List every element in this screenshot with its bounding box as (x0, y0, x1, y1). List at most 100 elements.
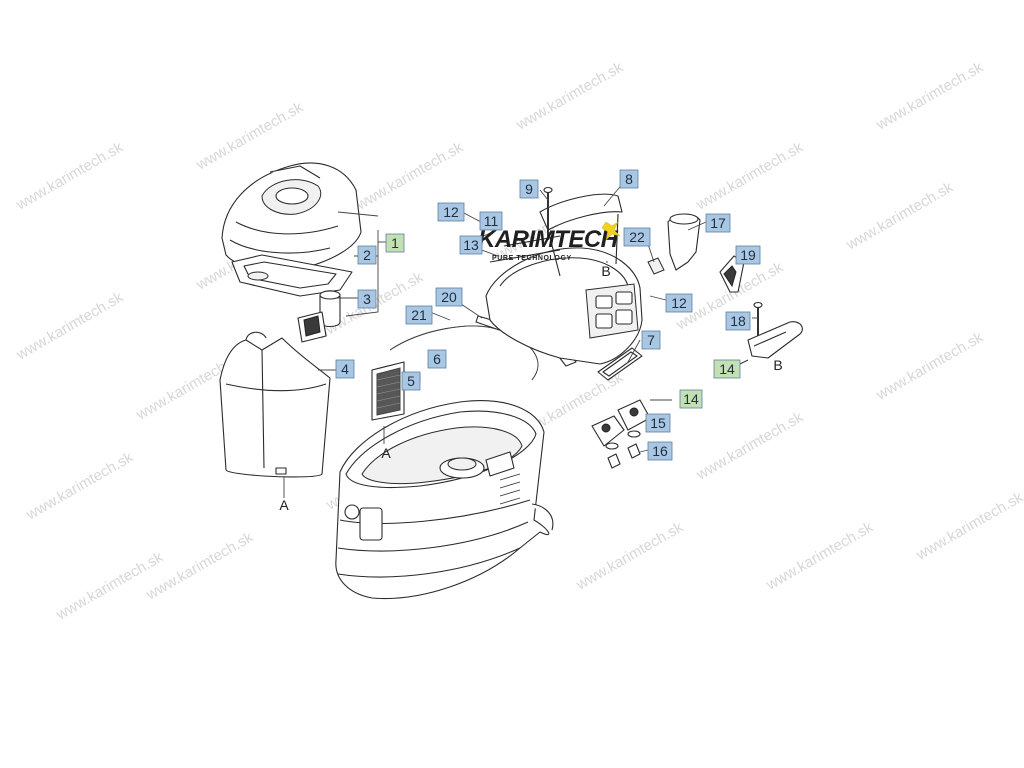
callout-label: 13 (463, 237, 479, 253)
callout-18: 18 (725, 311, 751, 331)
callout-label: 15 (650, 415, 666, 431)
callout-label: 2 (363, 247, 371, 263)
callout-15: 15 (645, 413, 671, 433)
callout-box (357, 245, 377, 265)
reference-letter-layer: A A B B (279, 263, 782, 513)
callout-box (459, 235, 483, 255)
callout-label: 12 (443, 204, 459, 220)
watermark-text: www.karimtech.sk (873, 328, 987, 403)
callout-9: 9 (519, 179, 539, 199)
callout-8: 8 (619, 169, 639, 189)
callout-label: 19 (740, 247, 756, 263)
reference-letter-a: A (279, 497, 289, 513)
callout-17: 17 (705, 213, 731, 233)
callout-box (335, 359, 355, 379)
callout-14: 14 (713, 359, 741, 379)
filter-pad (647, 257, 665, 275)
cartridge-filter (371, 361, 405, 421)
logo-tagline: PURE TECHNOLOGY (492, 255, 572, 262)
watermark-text: www.karimtech.sk (693, 138, 807, 213)
clip (719, 255, 745, 293)
callout-16: 16 (647, 441, 673, 461)
callout-3: 3 (357, 289, 377, 309)
callout-6: 6 (427, 349, 447, 369)
callout-box (357, 289, 377, 309)
callout-box (725, 311, 751, 331)
callout-box (713, 359, 741, 379)
callout-11: 11 (479, 211, 503, 231)
callout-box (619, 169, 639, 189)
callout-box (479, 211, 503, 231)
callout-22: 22 (623, 227, 651, 247)
valve-assembly (591, 399, 651, 469)
callout-5: 5 (401, 371, 421, 391)
watermark-text: www.karimtech.sk (843, 178, 957, 253)
callout-box (401, 371, 421, 391)
callout-21: 21 (405, 305, 433, 325)
callout-19: 19 (735, 245, 761, 265)
filter-holder (297, 290, 341, 343)
reference-letter-a: A (381, 445, 391, 461)
watermark-text: www.karimtech.sk (873, 58, 987, 133)
callout-label: 3 (363, 291, 371, 307)
callout-label: 8 (625, 171, 633, 187)
callout-box (679, 389, 703, 409)
main-housing (335, 400, 554, 600)
callout-box (645, 413, 671, 433)
brand-logo: KARIMTECH PURE TECHNOLOGY (478, 221, 621, 262)
top-cover (221, 162, 362, 273)
watermark-text: www.karimtech.sk (513, 58, 627, 133)
side-handle (735, 301, 803, 367)
callout-12: 12 (437, 202, 465, 222)
watermark-text: www.karimtech.sk (13, 288, 127, 363)
watermark-text: www.karimtech.sk (573, 518, 687, 593)
callout-label: 4 (341, 361, 349, 377)
callout-box (641, 330, 661, 350)
callout-7: 7 (641, 330, 661, 350)
callout-box (519, 179, 539, 199)
callout-box (435, 287, 463, 307)
callout-label: 7 (647, 332, 655, 348)
callout-label: 21 (411, 307, 427, 323)
callout-label: 22 (629, 229, 645, 245)
callout-box (665, 293, 693, 313)
callout-4: 4 (335, 359, 355, 379)
callout-box (705, 213, 731, 233)
reference-letter-b: B (773, 357, 782, 373)
callout-label: 14 (683, 391, 699, 407)
callout-label: 5 (407, 373, 415, 389)
watermark-text: www.karimtech.sk (763, 518, 877, 593)
watermark-text: www.karimtech.sk (193, 98, 307, 173)
watermark-text: www.karimtech.sk (913, 488, 1024, 563)
callout-label: 12 (671, 295, 687, 311)
callout-label: 20 (441, 289, 457, 305)
callout-14: 14 (679, 389, 703, 409)
callout-label: 16 (652, 443, 668, 459)
callout-label: 17 (710, 215, 726, 231)
callout-1: 1 (385, 233, 405, 253)
reference-letter-b: B (601, 263, 610, 279)
callout-label: 11 (484, 213, 499, 229)
callout-2: 2 (357, 245, 377, 265)
callout-box (427, 349, 447, 369)
lid-seal-frame (231, 254, 353, 297)
callout-label: 6 (433, 351, 441, 367)
nozzle-holder (667, 213, 701, 271)
callout-label: 14 (719, 361, 735, 377)
callout-label: 1 (391, 235, 399, 251)
logo-wordmark: KARIMTECH (478, 226, 619, 253)
callout-box (623, 227, 651, 247)
callout-20: 20 (435, 287, 463, 307)
watermark-text: www.karimtech.sk (23, 448, 137, 523)
callout-box (385, 233, 405, 253)
callout-box (647, 441, 673, 461)
callout-label: 18 (730, 313, 746, 329)
callout-box (405, 305, 433, 325)
handle-carrier (485, 193, 643, 365)
callout-box (437, 202, 465, 222)
callout-13: 13 (459, 235, 483, 255)
watermark-text: www.karimtech.sk (693, 408, 807, 483)
